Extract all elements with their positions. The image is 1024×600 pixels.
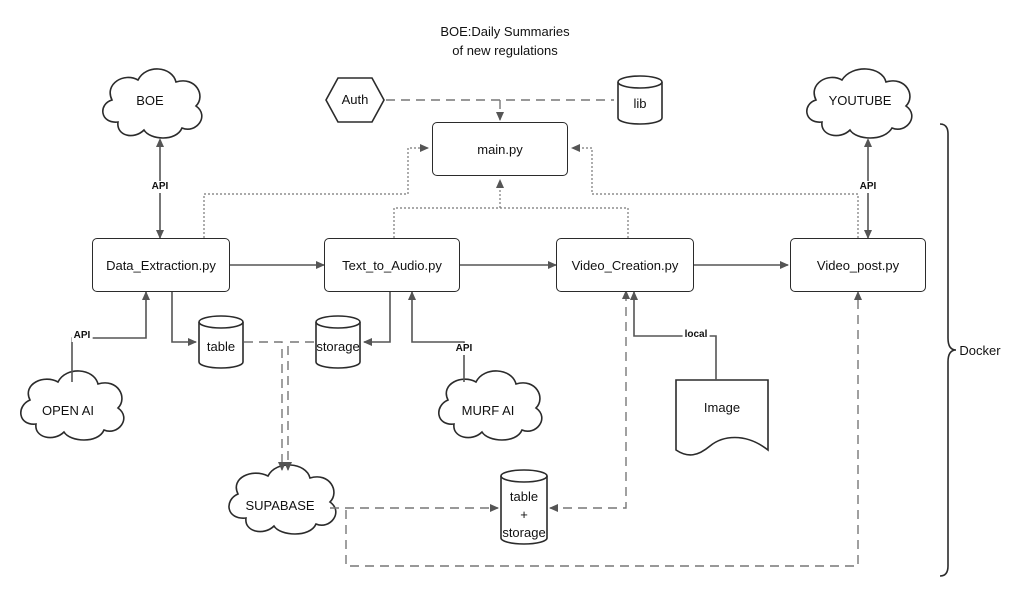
open-ai-label: OPEN AI — [41, 403, 95, 418]
docker-brace — [939, 123, 957, 577]
video-post-node: Video_post.py — [790, 238, 926, 292]
boe-label: BOE — [136, 93, 164, 108]
supabase-label: SUPABASE — [245, 498, 315, 513]
api-murf-label: API — [453, 343, 475, 355]
storage-cylinder — [315, 315, 361, 369]
open-ai-cloud — [20, 370, 125, 441]
youtube-label: YOUTUBE — [828, 93, 892, 108]
table-cylinder — [198, 315, 244, 369]
supabase-cloud — [228, 464, 337, 535]
api-boe-label: API — [149, 181, 171, 193]
title-line-2: of new regulations — [452, 43, 558, 58]
dotted-edges — [203, 144, 859, 238]
video-post-label: Video_post.py — [816, 257, 900, 273]
solid-edges — [71, 138, 872, 382]
main-py-node: main.py — [432, 122, 568, 176]
api-youtube-label: API — [857, 181, 879, 193]
boe-cloud — [102, 68, 203, 139]
table-storage-label-1: table — [509, 489, 539, 504]
docker-label: Docker — [959, 343, 1001, 358]
image-document — [675, 379, 769, 456]
video-creation-label: Video_Creation.py — [571, 257, 679, 273]
text-to-audio-node: Text_to_Audio.py — [324, 238, 460, 292]
lib-cylinder — [617, 75, 663, 125]
api-openai-label: API — [71, 330, 93, 342]
title-line-1: BOE:Daily Summaries — [440, 24, 570, 39]
local-label: local — [682, 329, 710, 341]
murf-ai-label: MURF AI — [461, 403, 515, 418]
storage-label: storage — [316, 339, 360, 354]
dashed-edges — [244, 99, 862, 567]
murf-ai-cloud — [438, 370, 543, 441]
table-storage-label-2: + — [520, 507, 528, 522]
image-label: Image — [703, 400, 741, 415]
table-storage-cylinder — [500, 469, 548, 545]
auth-hexagon — [325, 77, 385, 123]
data-extraction-label: Data_Extraction.py — [106, 257, 216, 273]
youtube-cloud — [806, 68, 913, 139]
main-py-label: main.py — [477, 141, 523, 157]
table-storage-label-3: storage — [502, 525, 546, 540]
table-label: table — [206, 339, 236, 354]
text-to-audio-label: Text_to_Audio.py — [342, 257, 442, 273]
video-creation-node: Video_Creation.py — [556, 238, 694, 292]
diagram-title: BOE:Daily Summaries of new regulations — [395, 22, 615, 60]
lib-label: lib — [633, 96, 647, 111]
auth-label: Auth — [341, 92, 369, 107]
data-extraction-node: Data_Extraction.py — [92, 238, 230, 292]
